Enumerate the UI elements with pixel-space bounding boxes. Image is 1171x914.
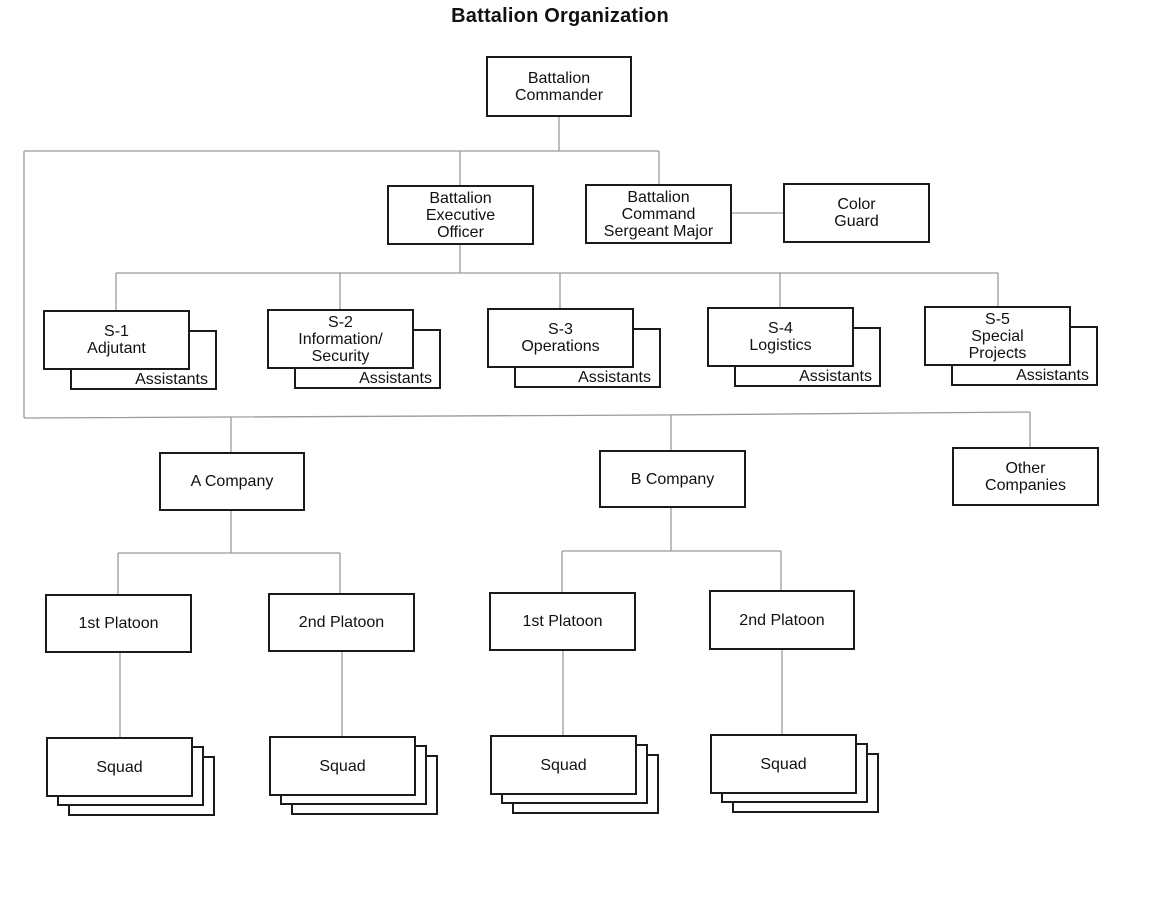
squad-box-1: Squad	[46, 737, 193, 797]
s3-operations-box: S-3 Operations	[487, 308, 634, 368]
s3-assistants-label: Assistants	[578, 369, 651, 386]
executive-officer-box: Battalion Executive Officer	[387, 185, 534, 245]
s2-information-security-box: S-2 Information/ Security	[267, 309, 414, 369]
s5-assistants-label: Assistants	[1016, 367, 1089, 384]
s4-logistics-box: S-4 Logistics	[707, 307, 854, 367]
a-2nd-platoon-box: 2nd Platoon	[268, 593, 415, 652]
squad-box-4: Squad	[710, 734, 857, 794]
b-company-box: B Company	[599, 450, 746, 508]
battalion-commander-box: Battalion Commander	[486, 56, 632, 117]
other-companies-box: Other Companies	[952, 447, 1099, 506]
s4-assistants-label: Assistants	[799, 368, 872, 385]
squad-box-3: Squad	[490, 735, 637, 795]
a-1st-platoon-box: 1st Platoon	[45, 594, 192, 653]
b-2nd-platoon-box: 2nd Platoon	[709, 590, 855, 650]
s1-assistants-label: Assistants	[135, 371, 208, 388]
s5-special-projects-box: S-5 Special Projects	[924, 306, 1071, 366]
a-company-box: A Company	[159, 452, 305, 511]
color-guard-box: Color Guard	[783, 183, 930, 243]
squad-box-2: Squad	[269, 736, 416, 796]
chart-title: Battalion Organization	[451, 5, 669, 27]
b-1st-platoon-box: 1st Platoon	[489, 592, 636, 651]
s2-assistants-label: Assistants	[359, 370, 432, 387]
s1-adjutant-box: S-1 Adjutant	[43, 310, 190, 370]
connector-company-bus	[23, 411, 1031, 419]
command-sergeant-major-box: Battalion Command Sergeant Major	[585, 184, 732, 244]
